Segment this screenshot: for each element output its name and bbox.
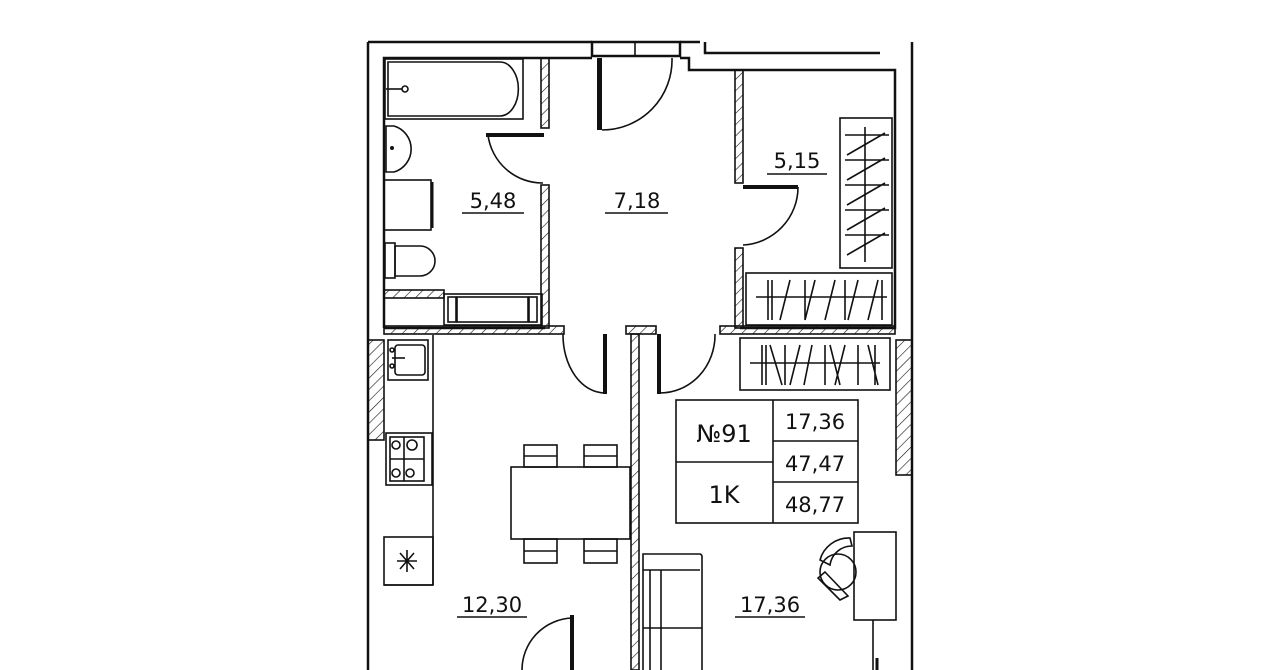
washing-machine-icon bbox=[383, 179, 434, 231]
room-area-living-room: 17,36 bbox=[735, 593, 805, 618]
partition-wall bbox=[734, 247, 744, 329]
kitchen-door[interactable] bbox=[562, 333, 607, 394]
room-area-wardrobe: 5,15 bbox=[767, 149, 827, 175]
partition-wall bbox=[734, 69, 744, 184]
wardrobe-outline bbox=[740, 68, 897, 330]
apartment-info-table: №91 1K 17,36 47,47 48,77 bbox=[675, 399, 859, 524]
room-area-label: 5,48 bbox=[470, 189, 517, 213]
wardrobe-shelf-icon bbox=[839, 117, 893, 269]
bathtub-icon bbox=[384, 58, 524, 120]
room-area-label: 7,18 bbox=[614, 189, 661, 213]
exterior-wall-segment bbox=[895, 339, 913, 476]
apartment-type: 1K bbox=[708, 481, 740, 509]
room-area-hallway: 7,18 bbox=[605, 189, 668, 214]
balcony-door[interactable] bbox=[521, 615, 574, 670]
wardrobe-door[interactable] bbox=[742, 185, 799, 246]
closet-icon bbox=[739, 337, 891, 391]
toilet-icon bbox=[384, 242, 436, 279]
exterior-walls bbox=[366, 40, 914, 670]
exterior-wall-segment bbox=[367, 339, 385, 441]
kitchen-room-wall bbox=[630, 333, 640, 670]
total-area-with-balcony-value: 48,77 bbox=[785, 493, 845, 517]
apartment-number: №91 bbox=[696, 420, 752, 448]
room-area-kitchen: 12,30 bbox=[457, 593, 527, 618]
bathroom-door[interactable] bbox=[486, 133, 544, 184]
room-area-label: 17,36 bbox=[740, 593, 800, 617]
total-area-value: 47,47 bbox=[785, 452, 845, 476]
partition-wall bbox=[625, 325, 657, 335]
room-area-bathroom: 5,48 bbox=[462, 189, 524, 214]
entrance-door[interactable] bbox=[597, 57, 673, 131]
room-door[interactable] bbox=[657, 333, 716, 394]
bathroom-cabinet-icon bbox=[443, 293, 543, 326]
hallway-outline bbox=[545, 56, 740, 72]
wardrobe-shelf-icon bbox=[745, 272, 893, 326]
sofa-icon bbox=[642, 553, 703, 670]
dining-table-icon bbox=[510, 444, 631, 564]
desk-icon bbox=[853, 531, 897, 670]
partition-wall bbox=[540, 57, 550, 129]
partition-wall bbox=[383, 289, 445, 299]
living-area-value: 17,36 bbox=[785, 410, 845, 434]
partition-wall bbox=[383, 325, 565, 335]
room-area-label: 5,15 bbox=[774, 149, 821, 173]
sink-icon bbox=[385, 125, 412, 173]
room-area-label: 12,30 bbox=[462, 593, 522, 617]
chair-icon bbox=[816, 537, 857, 601]
kitchen-sink-icon bbox=[387, 339, 429, 381]
partition-wall bbox=[719, 325, 896, 335]
stove-icon bbox=[385, 432, 433, 486]
fridge-icon bbox=[383, 536, 434, 586]
bathroom-outline bbox=[382, 56, 545, 330]
